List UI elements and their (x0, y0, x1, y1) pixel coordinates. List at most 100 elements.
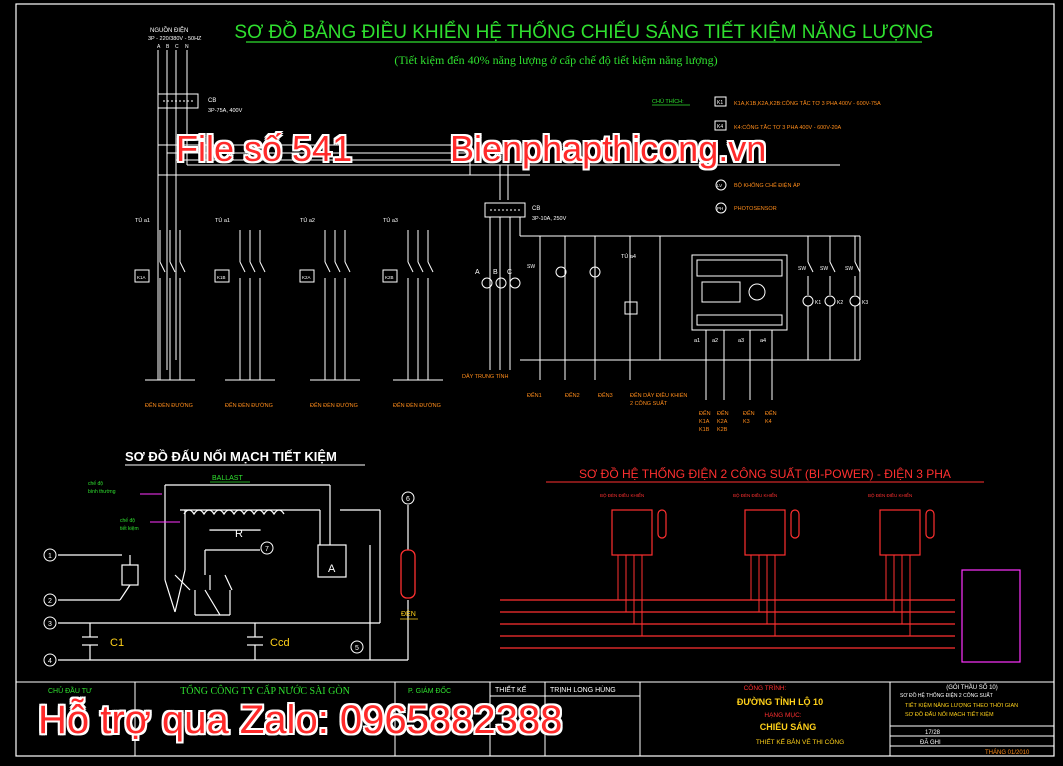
tb-scale: ĐÃ GHI (920, 739, 941, 746)
indicator-lamp-symbol (802, 295, 814, 307)
relay-terminal-label: a3 (738, 338, 744, 344)
cabinet-label: TỦ a1 (215, 217, 230, 224)
relay-out-target: K4 (765, 419, 772, 425)
switch-label: SW (845, 266, 853, 272)
mode-normal-2: bình thường (88, 489, 116, 495)
switch-label-1: SW (527, 264, 535, 270)
phase-c-label: C (175, 44, 179, 50)
neutral-label: DÂY TRUNG TÍNH (462, 373, 508, 380)
tb-designer: TRỊNH LONG HÙNG (550, 685, 616, 694)
tb-item-label: HẠNG MỤC: (764, 712, 801, 719)
cabinet-label: TỦ a2 (300, 217, 315, 224)
wiring-node-label: 2 (48, 598, 52, 605)
wiring-node (43, 653, 57, 667)
fixture-box (744, 509, 786, 556)
cb-aux-label: CB (532, 206, 540, 212)
contactor-label: K1A (137, 275, 146, 280)
pilot-lamp-c-symbol (509, 277, 521, 289)
abc-label-c: C (507, 269, 512, 276)
legend-k4-symbol (714, 120, 727, 131)
watermark-zalo: Hỗ trợ qua Zalo: 0965882388 (38, 698, 563, 742)
wiring-node (43, 548, 57, 562)
bipower-bus (500, 599, 955, 649)
drawing-title: SƠ ĐỒ BẢNG ĐIỀU KHIỂN HỆ THỐNG CHIẾU SÁN… (234, 21, 933, 43)
fixture-label: BỘ ĐÈN ĐIỀU KHIỂN (733, 492, 777, 498)
contactor-label: K2A (302, 275, 311, 280)
drawing-subtitle: (Tiết kiệm đến 40% năng lượng ở cấp chế … (394, 53, 717, 67)
mode-eco-1: chế độ (120, 518, 135, 524)
wiring-node (350, 640, 364, 654)
lamp-out-2: ĐẾN2 (565, 392, 580, 399)
svg-text:K1: K1 (717, 100, 723, 106)
ballast-label: BALLAST (212, 475, 243, 482)
abc-label-a: A (475, 269, 480, 276)
source-spec: 3P - 220/380V - 50HZ (148, 36, 202, 42)
photosensor-symbol (589, 266, 601, 278)
wiring-node-label: 6 (406, 496, 410, 503)
relay-display (701, 281, 741, 303)
contactor-label: K1B (217, 275, 226, 280)
tb-item: CHIẾU SÁNG (760, 722, 817, 732)
cb-main-spec: 3P-75A, 400V (208, 108, 243, 114)
svg-text:LV: LV (717, 183, 722, 188)
lamp-label: ĐÈN (401, 609, 416, 618)
relay-out-label: ĐẾN (743, 410, 755, 417)
relay-terminal-label: a4 (760, 338, 766, 344)
wiring-node (401, 491, 415, 505)
tb-stage: THIẾT KẾ BẢN VẼ THI CÔNG (756, 736, 844, 746)
phase-a-label: A (157, 44, 161, 50)
watermark-website: Bienphapthicong.vn (450, 128, 767, 169)
tb-project: ĐƯỜNG TỈNH LỘ 10 (737, 696, 823, 707)
wiring-node (43, 593, 57, 607)
phase-b-label: B (166, 44, 170, 50)
contactor-coil (299, 269, 315, 283)
contactor-label: K2B (385, 275, 394, 280)
fixture-box (611, 509, 653, 556)
wiring-node-label: 3 (48, 621, 52, 628)
svg-text:K4: K4 (717, 124, 723, 130)
main-feeders (157, 50, 840, 380)
cb-main-symbol (157, 93, 199, 109)
tb-package: (GÓI THẦU SỐ 10) (946, 684, 998, 691)
fixture-lamp (790, 509, 800, 539)
lamp-out-1: ĐẾN1 (527, 392, 542, 399)
relay-out-label: ĐẾN (765, 410, 777, 417)
cb-aux-spec: 3P-10A, 250V (532, 216, 567, 222)
cabinet-label: TỦ a3 (383, 217, 398, 224)
cabinet-label: TỦ a1 (135, 217, 150, 224)
ccd-label: Ccd (270, 637, 290, 649)
indicator-lamp-label: K1 (815, 300, 821, 306)
wiring-lines (58, 484, 409, 661)
wiring-title: SƠ ĐỒ ĐẤU NỐI MẠCH TIẾT KIỆM (125, 449, 337, 464)
ballast-coil (183, 509, 285, 516)
cb-aux-symbol (484, 202, 526, 218)
switch-label: SW (820, 266, 828, 272)
tb-desc-3: SƠ ĐỒ ĐẤU NỐI MẠCH TIẾT KIỆM (905, 710, 994, 718)
tb-sheet-no: 17/28 (925, 730, 941, 736)
bipower-title: SƠ ĐỒ HỆ THỐNG ĐIỆN 2 CÔNG SUẤT (BI-POWE… (579, 466, 951, 481)
svg-text:PH: PH (717, 206, 723, 211)
k4-coil-symbol (624, 301, 638, 315)
legend-lv-symbol (715, 179, 727, 191)
wiring-node-label: 7 (265, 546, 269, 553)
mode-normal-1: chế độ (88, 481, 103, 487)
voltage-controller-symbol (555, 266, 567, 278)
relay-terminal-label: a1 (694, 338, 700, 344)
control-out-1: ĐẾN DÂY ĐIỀU KHIỂN (630, 392, 687, 399)
wiring-node (43, 616, 57, 630)
relay-out-label: ĐẾN (717, 410, 729, 417)
lamp-tube-symbol (400, 549, 416, 599)
relay-out-label: ĐẾN (699, 410, 711, 417)
tb-project-label: CÔNG TRÌNH: (744, 683, 787, 692)
tb-date: THÁNG 01/2010 (985, 749, 1030, 756)
legend-item-2: K4:CÔNG TẮC TƠ 3 PHA 400V - 600V-20A (734, 123, 842, 131)
resistor-label: R (235, 528, 243, 540)
fixture-label: BỘ ĐÈN ĐIỀU KHIỂN (600, 492, 644, 498)
legend-item-1: K1A,K1B,K2A,K2B:CÔNG TẮC TƠ 3 PHA 400V -… (734, 99, 881, 107)
pilot-lamp-b-symbol (495, 277, 507, 289)
starter-label: A (328, 563, 336, 575)
